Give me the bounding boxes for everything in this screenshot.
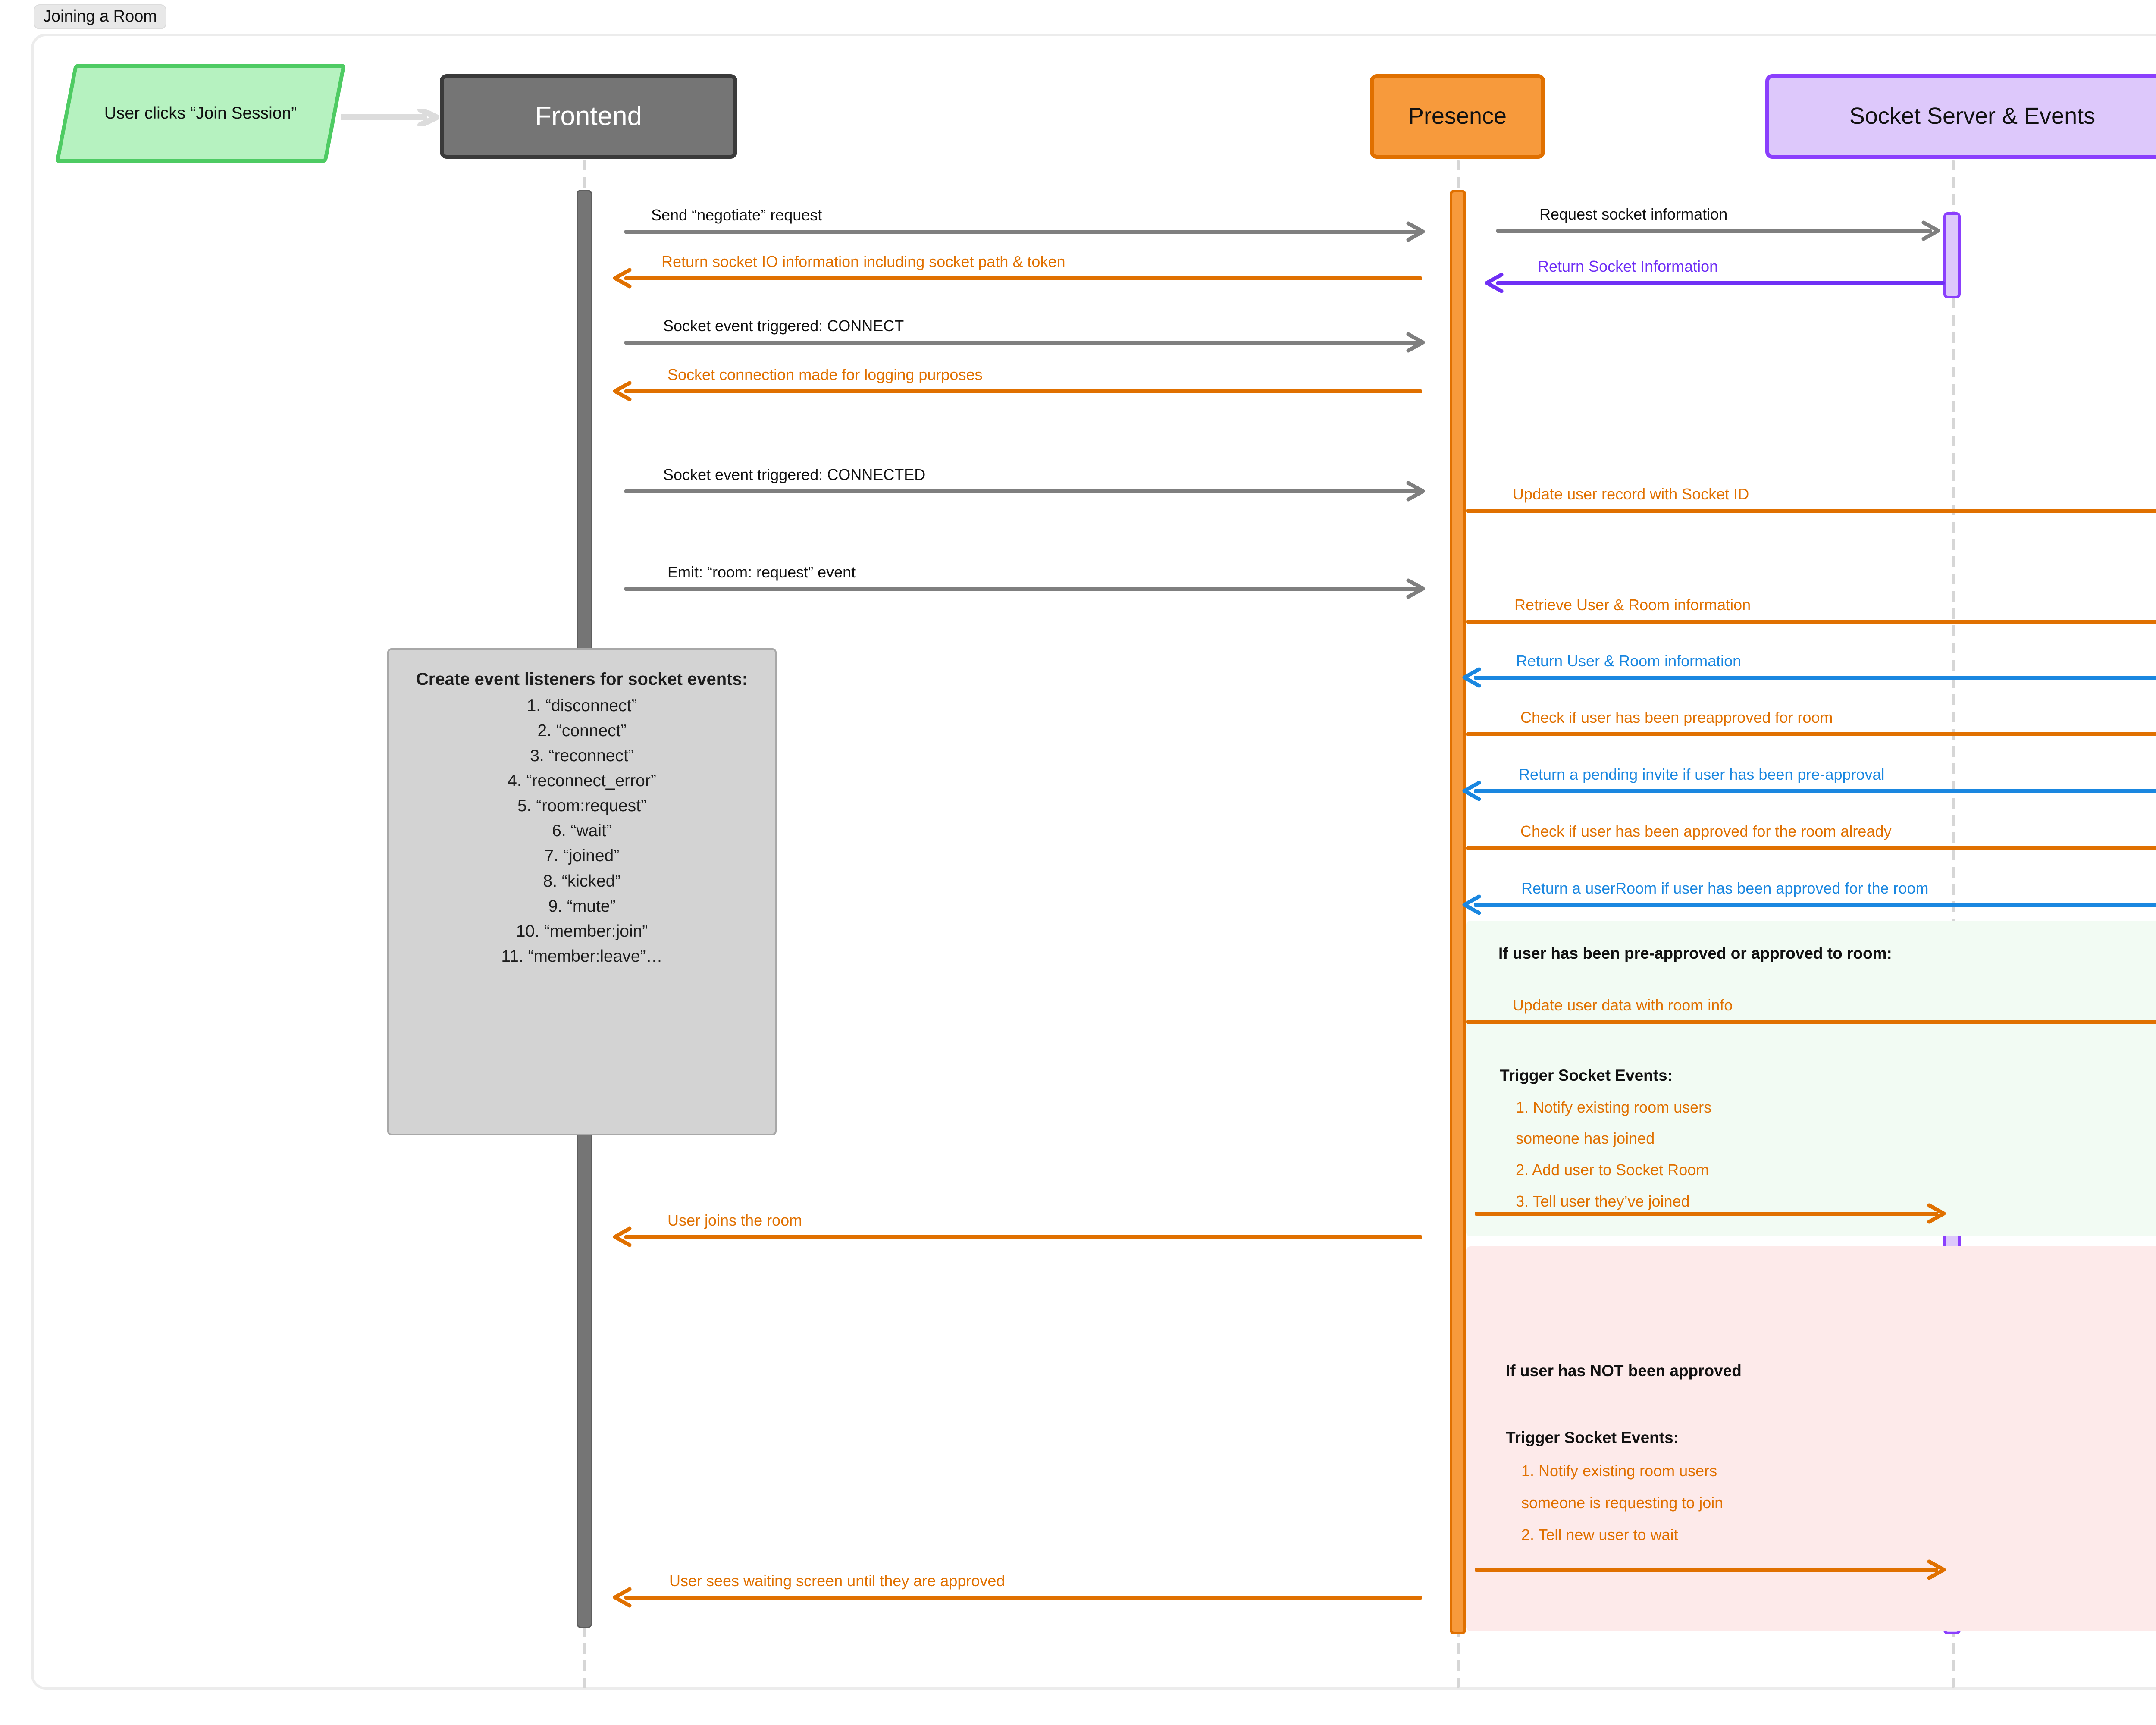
activation-socket-top bbox=[1943, 212, 1961, 298]
arrowhead-right-icon bbox=[1927, 1559, 1946, 1580]
message-label: Request socket information bbox=[1539, 205, 1728, 223]
participant-socket-server-label: Socket Server & Events bbox=[1849, 103, 2096, 129]
region-not-approved bbox=[1466, 1246, 2156, 1631]
message-line bbox=[624, 489, 1422, 493]
note-item: 11. “member:leave”… bbox=[501, 947, 663, 966]
note-socket-event-listeners: Create event listeners for socket events… bbox=[387, 648, 777, 1135]
region-approved-step-2: 2. Add user to Socket Room bbox=[1516, 1161, 1709, 1179]
message-line bbox=[1474, 903, 2156, 907]
message-label: Return socket IO information including s… bbox=[661, 253, 1065, 270]
arrowhead-left-icon bbox=[1484, 273, 1504, 293]
message-label: Socket connection made for logging purpo… bbox=[667, 366, 983, 383]
message-line bbox=[1466, 846, 2156, 850]
participant-frontend[interactable]: Frontend bbox=[440, 74, 737, 159]
arrowhead-left-icon bbox=[612, 268, 632, 289]
message-label: Return Socket Information bbox=[1538, 257, 1718, 275]
message-label: Return User & Room information bbox=[1516, 652, 1742, 670]
arrowhead-right-icon bbox=[1406, 481, 1426, 502]
message-line bbox=[1466, 1020, 2156, 1024]
message-label: User joins the room bbox=[667, 1211, 802, 1229]
note-item: 6. “wait” bbox=[552, 822, 612, 841]
actor-shape-user bbox=[55, 64, 346, 163]
note-item: 2. “connect” bbox=[537, 721, 627, 740]
arrowhead-left-icon bbox=[1462, 781, 1482, 801]
message-line bbox=[624, 230, 1422, 234]
activation-presence bbox=[1450, 190, 1466, 1634]
message-label: Check if user has been approved for the … bbox=[1520, 822, 1892, 840]
note-item: 3. “reconnect” bbox=[530, 746, 634, 765]
message-line bbox=[624, 1235, 1422, 1239]
diagram-title-tab: Joining a Room bbox=[34, 4, 167, 29]
message-label: Check if user has been preapproved for r… bbox=[1520, 709, 1833, 726]
note-item: 8. “kicked” bbox=[543, 872, 621, 891]
note-item: 5. “room:request” bbox=[517, 797, 647, 815]
region-not-approved-step-1-cont: someone is requesting to join bbox=[1521, 1494, 1724, 1512]
region-not-approved-step-1: 1. Notify existing room users bbox=[1521, 1462, 1717, 1480]
participant-frontend-label: Frontend bbox=[535, 101, 642, 131]
message-line bbox=[624, 389, 1422, 393]
message-line bbox=[1496, 281, 1945, 285]
message-label: Return a pending invite if user has been… bbox=[1519, 765, 1885, 783]
note-title: Create event listeners for socket events… bbox=[416, 670, 748, 689]
message-label: Update user record with Socket ID bbox=[1513, 485, 1749, 503]
region-approved bbox=[1466, 921, 2156, 1236]
note-item: 7. “joined” bbox=[544, 847, 620, 866]
actor-to-frontend-arrow bbox=[341, 109, 439, 126]
note-item: 1. “disconnect” bbox=[526, 696, 637, 715]
message-label: Retrieve User & Room information bbox=[1514, 596, 1751, 614]
message-line bbox=[1474, 789, 2156, 793]
message-line bbox=[624, 587, 1422, 591]
participant-presence[interactable]: Presence bbox=[1370, 74, 1545, 159]
region-approved-title: If user has been pre-approved or approve… bbox=[1498, 944, 1892, 962]
message-label: Emit: “room: request” event bbox=[667, 563, 856, 581]
region-approved-step-1-cont: someone has joined bbox=[1516, 1129, 1655, 1147]
region-approved-step-3: 3. Tell user they’ve joined bbox=[1516, 1192, 1690, 1210]
arrowhead-left-icon bbox=[612, 1587, 632, 1608]
arrowhead-left-icon bbox=[612, 1226, 632, 1247]
message-label: Socket event triggered: CONNECT bbox=[663, 317, 904, 335]
message-line bbox=[624, 1596, 1422, 1600]
note-item: 9. “mute” bbox=[548, 897, 616, 916]
message-label: Send “negotiate” request bbox=[651, 206, 822, 224]
message-line bbox=[1474, 676, 2156, 680]
arrowhead-right-icon bbox=[1406, 332, 1426, 353]
message-label: Return a userRoom if user has been appro… bbox=[1521, 879, 1929, 897]
message-line bbox=[1466, 620, 2156, 624]
region-approved-step-1: 1. Notify existing room users bbox=[1516, 1098, 1712, 1116]
arrowhead-left-icon bbox=[1462, 894, 1482, 915]
message-line bbox=[1475, 1212, 1938, 1216]
participant-presence-label: Presence bbox=[1408, 103, 1507, 129]
message-line bbox=[1466, 732, 2156, 736]
arrowhead-right-icon bbox=[1927, 1203, 1946, 1224]
note-item: 4. “reconnect_error” bbox=[508, 772, 656, 790]
region-approved-subtitle: Trigger Socket Events: bbox=[1500, 1066, 1673, 1084]
message-line bbox=[1466, 509, 2156, 513]
arrowhead-right-icon bbox=[1921, 220, 1941, 241]
region-not-approved-subtitle: Trigger Socket Events: bbox=[1506, 1429, 1679, 1446]
arrowhead-left-icon bbox=[612, 381, 632, 401]
message-line bbox=[624, 341, 1422, 345]
region-not-approved-step-2: 2. Tell new user to wait bbox=[1521, 1526, 1678, 1543]
arrowhead-right-icon bbox=[1406, 578, 1426, 599]
arrowhead-right-icon bbox=[1406, 221, 1426, 242]
message-label: User sees waiting screen until they are … bbox=[669, 1572, 1005, 1590]
message-label: Socket event triggered: CONNECTED bbox=[663, 466, 926, 483]
message-line bbox=[624, 276, 1422, 280]
message-line bbox=[1475, 1568, 1938, 1572]
arrowhead-left-icon bbox=[1462, 667, 1482, 688]
region-not-approved-title: If user has NOT been approved bbox=[1506, 1362, 1742, 1380]
message-label: Update user data with room info bbox=[1513, 996, 1733, 1014]
participant-socket-server[interactable]: Socket Server & Events bbox=[1765, 74, 2156, 159]
note-item: 10. “member:join” bbox=[516, 922, 648, 941]
message-line bbox=[1496, 229, 1932, 233]
